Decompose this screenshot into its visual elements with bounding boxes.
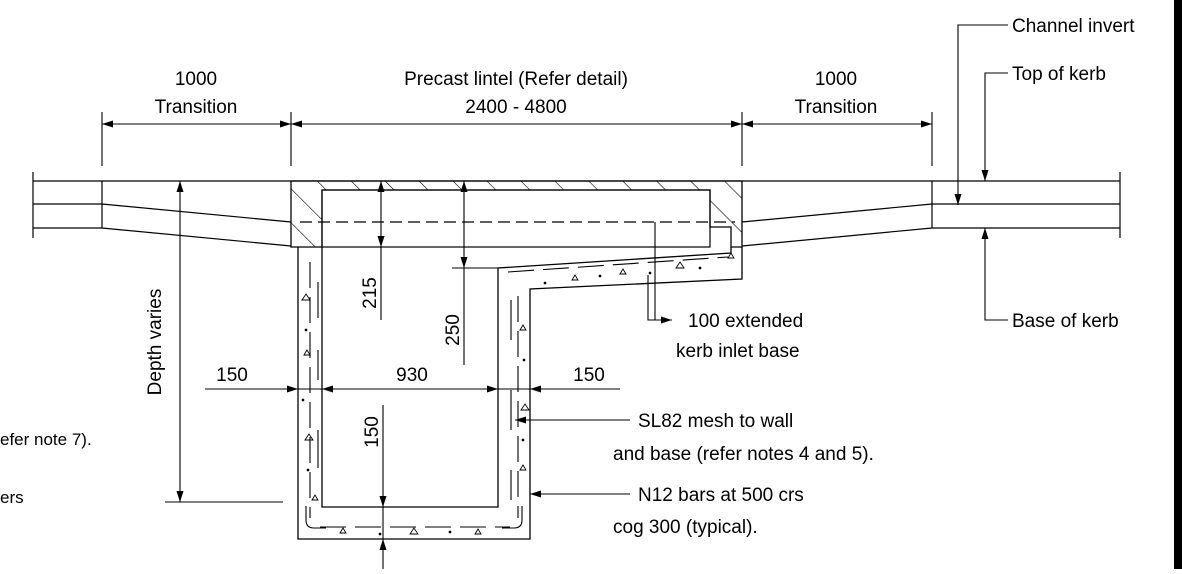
channel-invert-label: Channel invert <box>1012 16 1135 37</box>
left-transition-label: Transition <box>155 97 238 118</box>
right-transition-value: 1000 <box>815 69 857 90</box>
mesh-label-line1: SL82 mesh to wall <box>638 411 793 432</box>
cut-off-note-2: ers <box>0 488 24 507</box>
mesh-label-line2: and base (refer notes 4 and 5). <box>613 444 874 465</box>
cut-off-note-1: efer note 7). <box>0 430 92 449</box>
left-transition-value: 1000 <box>175 69 217 90</box>
extended-base-label-line2: kerb inlet base <box>676 341 800 362</box>
dim-930-label: 930 <box>396 365 428 386</box>
concrete-stipple <box>301 252 735 536</box>
dim-150-vertical-label: 150 <box>362 416 383 448</box>
right-transition-label: Transition <box>795 97 878 118</box>
depth-varies-label: Depth varies <box>145 289 166 396</box>
right-border <box>1174 0 1182 569</box>
callout-leaders <box>515 24 1008 498</box>
bars-label-line2: cog 300 (typical). <box>613 517 758 538</box>
dim-150-left-label: 150 <box>216 365 248 386</box>
dim-250-label: 250 <box>443 314 464 346</box>
dim-215-label: 215 <box>360 277 381 309</box>
bars-label-line1: N12 bars at 500 crs <box>638 485 804 506</box>
top-dimensions <box>101 112 933 166</box>
lintel-range: 2400 - 4800 <box>465 97 566 118</box>
depth-dimension <box>165 181 283 503</box>
lintel-depth-dimensions <box>377 181 500 365</box>
top-of-kerb-label: Top of kerb <box>1012 64 1106 85</box>
dim-150-right-label: 150 <box>573 365 605 386</box>
base-of-kerb-label: Base of kerb <box>1012 311 1119 332</box>
pit-structure <box>297 247 743 540</box>
lintel-label: Precast lintel (Refer detail) <box>404 69 628 90</box>
precast-lintel <box>290 180 743 248</box>
reinforcement-mesh <box>305 256 729 529</box>
extended-base-label-line1: 100 extended <box>688 311 803 332</box>
